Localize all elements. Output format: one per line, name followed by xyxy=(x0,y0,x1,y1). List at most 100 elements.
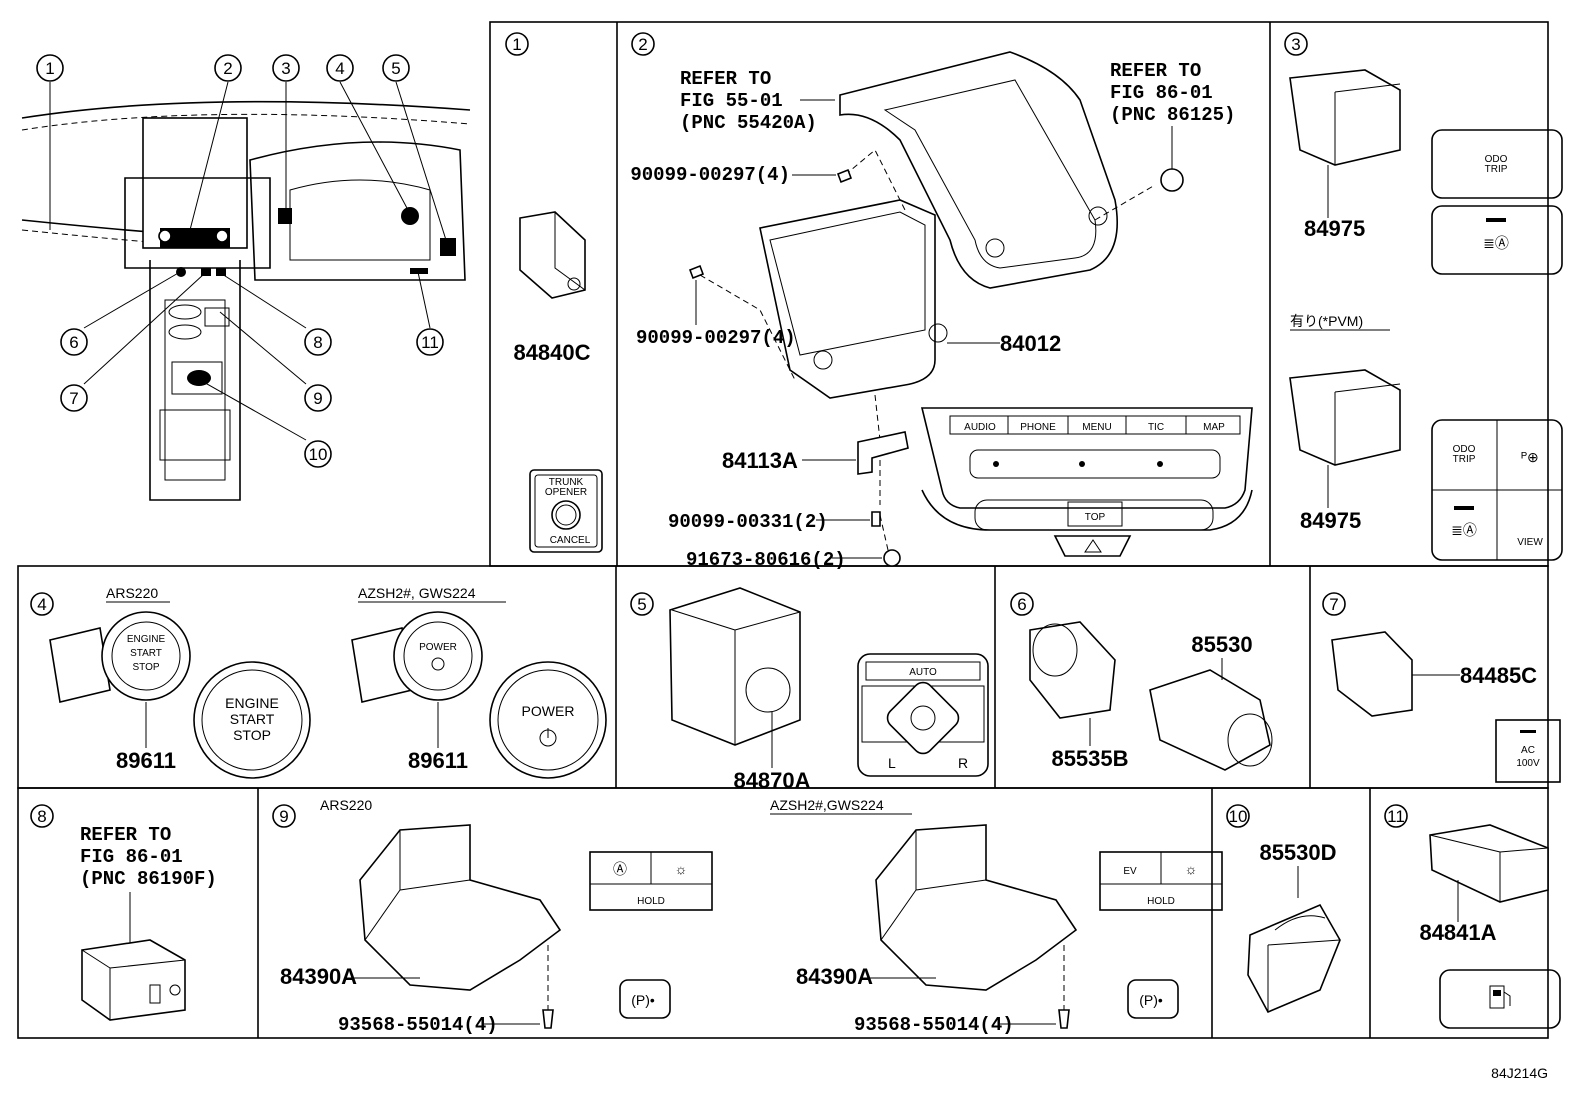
svg-text:AUTO: AUTO xyxy=(909,667,937,678)
engine-start-knob xyxy=(101,611,191,701)
diagram-code: 84J214G xyxy=(1491,1065,1548,1081)
svg-text:3: 3 xyxy=(1291,35,1300,54)
panel-9: 9 ARS220 AZSH2#,GWS224 84390A 93568-5501… xyxy=(272,797,1223,1036)
part-85530: 85530 xyxy=(1191,632,1252,657)
svg-text:7: 7 xyxy=(69,389,78,408)
svg-text:TIC: TIC xyxy=(1148,422,1164,433)
part-84840C: 84840C xyxy=(513,340,590,365)
svg-text:90099-00297(4): 90099-00297(4) xyxy=(630,164,790,186)
part-84975-a: 84975 xyxy=(1304,216,1365,241)
overview-callouts: 1 2 3 4 5 6 7 8 9 10 11 xyxy=(36,54,444,468)
shifter-assembly-a xyxy=(359,824,562,991)
svg-text:TRIP: TRIP xyxy=(1453,454,1476,465)
svg-text:100V: 100V xyxy=(1516,758,1540,769)
svg-text:(PNC 86190F): (PNC 86190F) xyxy=(80,868,217,890)
svg-text:ODO: ODO xyxy=(1485,154,1508,165)
bracket-84113A xyxy=(857,431,909,475)
svg-text:6: 6 xyxy=(69,333,78,352)
panel-7: 7 84485C AC 100V xyxy=(1322,592,1561,783)
callout-3 xyxy=(272,54,300,82)
svg-text:☼: ☼ xyxy=(1185,861,1198,877)
power-knob xyxy=(393,611,483,701)
part-85535B: 85535B xyxy=(1051,746,1128,771)
trunk-switch-part xyxy=(519,211,586,299)
part-84012: 84012 xyxy=(1000,331,1061,356)
svg-text:93568-55014(4): 93568-55014(4) xyxy=(854,1014,1014,1036)
svg-text:VIEW: VIEW xyxy=(1517,537,1543,548)
svg-text:☼: ☼ xyxy=(675,861,688,877)
panel-5: 5 84870A AUTO L R xyxy=(630,587,989,793)
callout-2 xyxy=(214,54,242,82)
svg-text:8: 8 xyxy=(37,807,46,826)
svg-text:(PNC 86125): (PNC 86125) xyxy=(1110,104,1235,126)
svg-text:11: 11 xyxy=(421,333,439,352)
svg-text:7: 7 xyxy=(1329,595,1338,614)
svg-text:1: 1 xyxy=(45,59,54,78)
svg-text:START: START xyxy=(230,711,275,727)
svg-text:10: 10 xyxy=(309,445,328,464)
callout-7 xyxy=(60,384,88,412)
callout-6 xyxy=(60,328,88,356)
socket-85535B xyxy=(1029,621,1116,719)
svg-text:FIG 86-01: FIG 86-01 xyxy=(80,846,183,868)
center-bezel xyxy=(839,51,1118,289)
svg-text:POWER: POWER xyxy=(522,703,575,719)
callout-9 xyxy=(304,384,332,412)
callout-11 xyxy=(416,328,444,356)
part-84390A-a: 84390A xyxy=(280,964,357,989)
part-84841A: 84841A xyxy=(1419,920,1496,945)
svg-text:≣Ⓐ: ≣Ⓐ xyxy=(1483,235,1509,251)
svg-text:REFER TO: REFER TO xyxy=(1110,60,1201,82)
svg-text:REFER TO: REFER TO xyxy=(680,68,771,90)
svg-text:AZSH2#, GWS224: AZSH2#, GWS224 xyxy=(358,585,476,601)
svg-text:90099-00331(2): 90099-00331(2) xyxy=(668,511,828,533)
svg-text:HOLD: HOLD xyxy=(1147,896,1175,907)
svg-text:L: L xyxy=(888,755,896,771)
svg-text:CANCEL: CANCEL xyxy=(550,535,591,546)
outlet-84485C xyxy=(1331,631,1413,717)
svg-text:ARS220: ARS220 xyxy=(320,797,372,813)
svg-text:4: 4 xyxy=(37,595,46,614)
svg-text:≣Ⓐ: ≣Ⓐ xyxy=(1451,522,1477,538)
svg-text:3: 3 xyxy=(281,59,290,78)
svg-text:MAP: MAP xyxy=(1203,422,1225,433)
panel-4: 4 ARS220 AZSH2#, GWS224 ENGINE START STO… xyxy=(30,585,607,779)
callout-5 xyxy=(382,54,410,82)
svg-text:5: 5 xyxy=(637,595,646,614)
svg-text:4: 4 xyxy=(335,59,344,78)
display-unit xyxy=(759,199,936,399)
callout-4 xyxy=(326,54,354,82)
switch-84975-a xyxy=(1289,69,1401,166)
svg-text:Ⓐ: Ⓐ xyxy=(613,861,627,877)
part-89611-b: 89611 xyxy=(408,748,468,773)
engine-start-button xyxy=(193,661,311,779)
callout-10 xyxy=(304,440,332,468)
panel-6: 6 85535B 85530 xyxy=(1010,592,1273,771)
svg-text:ODO: ODO xyxy=(1453,444,1476,455)
mirror-switch xyxy=(857,653,989,777)
socket-85530 xyxy=(1149,669,1271,771)
svg-text:2: 2 xyxy=(223,59,232,78)
svg-text:R: R xyxy=(958,755,968,771)
part-84113A: 84113A xyxy=(722,448,798,473)
svg-text:POWER: POWER xyxy=(419,642,457,653)
svg-text:6: 6 xyxy=(1017,595,1026,614)
svg-text:OPENER: OPENER xyxy=(545,487,587,498)
shifter-assembly-b xyxy=(875,824,1078,991)
part-84390A-b: 84390A xyxy=(796,964,873,989)
part-84975-b: 84975 xyxy=(1300,508,1361,533)
svg-text:5: 5 xyxy=(391,59,400,78)
svg-text:ENGINE: ENGINE xyxy=(127,634,166,645)
socket-85530D xyxy=(1247,903,1341,1014)
svg-text:FIG 55-01: FIG 55-01 xyxy=(680,90,783,112)
svg-text:START: START xyxy=(130,648,162,659)
part-89611-a: 89611 xyxy=(116,748,176,773)
usb-port xyxy=(81,939,186,1021)
svg-text:90099-00297(4): 90099-00297(4) xyxy=(636,327,796,349)
panel-10: 10 85530D xyxy=(1226,804,1341,1014)
svg-text:TOP: TOP xyxy=(1085,512,1106,523)
svg-text:(P)•: (P)• xyxy=(631,992,655,1008)
svg-text:91673-80616(2): 91673-80616(2) xyxy=(686,549,846,571)
svg-text:8: 8 xyxy=(313,333,322,352)
switch-84975-b xyxy=(1289,369,1401,466)
